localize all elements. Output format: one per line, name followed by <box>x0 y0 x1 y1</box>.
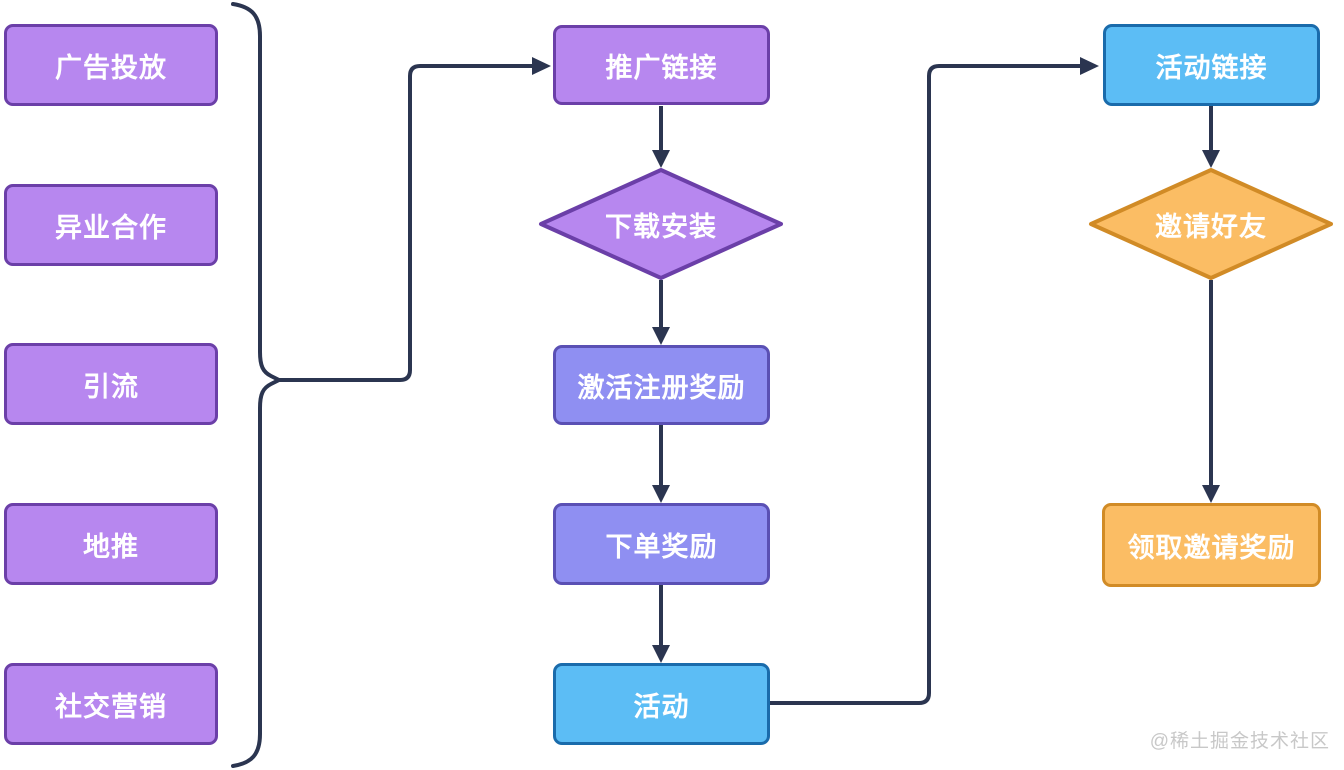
node-activity: 活动 <box>553 663 770 745</box>
node-label: 下单奖励 <box>605 531 718 562</box>
node-label: 推广链接 <box>605 52 718 83</box>
node-label: 社交营销 <box>55 691 167 722</box>
sources-to-promo-connector <box>277 57 551 382</box>
node-label: 激活注册奖励 <box>577 372 746 403</box>
node-label: 下载安装 <box>605 211 717 242</box>
node-cross-industry-cooperation: 异业合作 <box>4 184 218 266</box>
node-social-marketing: 社交营销 <box>4 663 218 745</box>
node-claim-invite-reward: 领取邀请奖励 <box>1102 503 1321 587</box>
node-label: 活动 <box>633 691 690 722</box>
diamond-shape <box>1089 168 1333 280</box>
node-order-reward: 下单奖励 <box>553 503 770 585</box>
node-label: 地推 <box>83 531 139 562</box>
node-invite-friends-decision: 邀请好友 <box>1087 166 1335 282</box>
node-label: 异业合作 <box>55 212 167 243</box>
node-activation-register-reward: 激活注册奖励 <box>553 345 770 425</box>
arrow-activation-to-order <box>652 425 670 503</box>
arrow-activity-link-to-invite <box>1202 106 1220 168</box>
diamond-shape <box>539 168 783 280</box>
node-label: 邀请好友 <box>1155 211 1267 242</box>
node-label: 活动链接 <box>1155 52 1268 83</box>
node-download-install-decision: 下载安装 <box>537 166 785 282</box>
node-traffic-diversion: 引流 <box>4 343 218 425</box>
arrow-download-to-activation <box>652 280 670 345</box>
arrow-invite-to-claim <box>1202 280 1220 503</box>
activity-to-activity-link-connector <box>768 57 1099 705</box>
node-label: 广告投放 <box>55 52 167 83</box>
node-promotion-link: 推广链接 <box>553 25 770 105</box>
node-label: 领取邀请奖励 <box>1127 532 1296 563</box>
node-ground-promotion: 地推 <box>4 503 218 585</box>
node-ad-placement: 广告投放 <box>4 24 218 106</box>
sources-brace <box>231 2 284 768</box>
watermark-text: @稀土掘金技术社区 <box>1149 731 1330 752</box>
arrow-promo-to-download <box>652 106 670 168</box>
node-activity-link: 活动链接 <box>1103 24 1320 106</box>
node-label: 引流 <box>83 371 139 402</box>
arrow-order-to-activity <box>652 585 670 663</box>
